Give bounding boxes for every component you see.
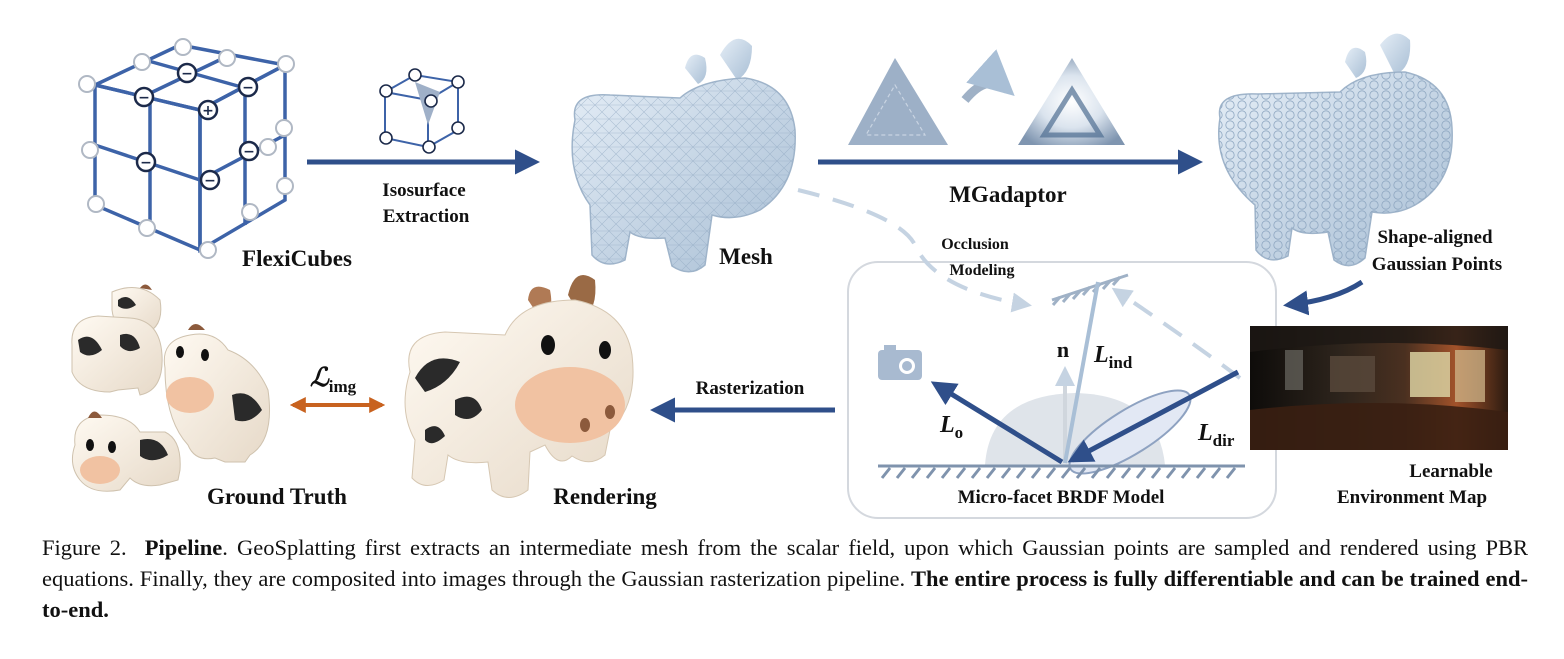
ground-truth-label: Ground Truth <box>207 484 347 509</box>
l-o-label: Lo <box>939 412 963 442</box>
brdf-label: Micro-facet BRDF Model <box>958 487 1165 508</box>
camera-icon <box>878 345 922 380</box>
svg-text:−: − <box>243 144 255 160</box>
mesh-label: Mesh <box>719 244 773 269</box>
figure-caption: Figure 2. Pipeline. GeoSplatting first e… <box>42 532 1528 625</box>
mgadaptor-label: MGadaptor <box>949 182 1067 207</box>
flexicubes-label: FlexiCubes <box>242 246 352 271</box>
small-cube-icon <box>379 68 465 154</box>
occlusion-dashed-arrow <box>797 188 1032 313</box>
l-o-arrow <box>930 381 1064 465</box>
flexicubes-nodes: − − + − − − − <box>78 38 295 259</box>
mesh-cow-image <box>571 38 796 273</box>
environment-map-image <box>1250 326 1508 450</box>
l-dir-arrow <box>1067 369 1240 463</box>
l-ind-label: Lind <box>1093 342 1133 372</box>
surface-line <box>878 464 1245 479</box>
caption-body: . GeoSplatting first extracts an interme… <box>42 535 1528 591</box>
rendering-label: Rendering <box>553 484 657 509</box>
svg-text:+: + <box>202 103 214 119</box>
l-dir-label: Ldir <box>1197 420 1235 450</box>
rasterization-label: Rasterization <box>696 378 805 399</box>
svg-text:−: − <box>138 90 150 106</box>
gaussian-triangle-icon <box>1018 58 1125 145</box>
ground-truth-cows-image <box>71 284 271 492</box>
isosurface-label-1: Isosurface <box>382 180 465 201</box>
occlusion-label-2: Modeling <box>950 262 1015 279</box>
occlusion-label-1: Occlusion <box>941 236 1009 253</box>
gaussian-points-cow-image <box>1218 33 1453 267</box>
env-map-label-1: Learnable <box>1409 461 1492 482</box>
loss-label: ℒimg <box>310 363 357 396</box>
caption-bold-end: The entire process is fully differentiab… <box>42 566 1528 622</box>
points-to-brdf-arrow <box>1283 279 1364 316</box>
caption-title: Pipeline <box>144 535 223 560</box>
svg-text:−: − <box>181 66 193 82</box>
svg-text:−: − <box>140 155 152 171</box>
rendered-cow-image <box>404 275 634 498</box>
env-to-mirror-dashed-arrow <box>1111 287 1242 380</box>
triangle-icon <box>848 58 948 145</box>
svg-text:−: − <box>204 173 216 189</box>
pipeline-figure: − − + − − − − FlexiCubes Isosurface Extr… <box>71 33 1508 519</box>
normal-label: n <box>1057 337 1069 362</box>
shape-aligned-label-1: Shape-aligned <box>1377 227 1493 248</box>
svg-text:−: − <box>242 80 254 96</box>
env-map-label-2: Environment Map <box>1337 487 1487 508</box>
shape-aligned-label-2: Gaussian Points <box>1372 254 1502 275</box>
isosurface-label-2: Extraction <box>383 206 470 227</box>
transform-arrow-icon <box>961 49 1015 103</box>
caption-prefix: Figure 2. <box>42 535 127 560</box>
l-ind-ray <box>1063 281 1100 464</box>
brdf-panel <box>847 261 1277 519</box>
